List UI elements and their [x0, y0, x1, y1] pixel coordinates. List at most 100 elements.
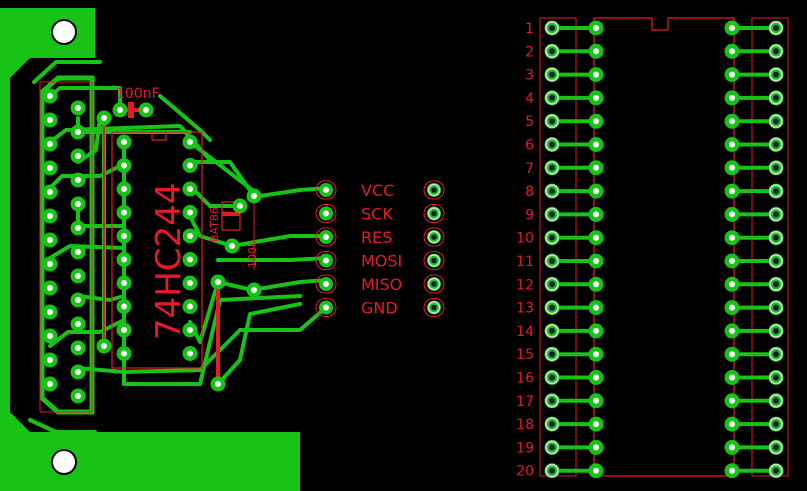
ic-pad: [182, 275, 198, 291]
diode-label: BAT86: [208, 207, 221, 242]
ic-pad: [116, 322, 132, 338]
socket-pin-number: 10: [516, 231, 534, 247]
header-pad: [70, 316, 86, 332]
socket-pin-number: 1: [525, 21, 534, 37]
socket-inner-pad-right: [724, 160, 740, 176]
isp-signal-label: MOSI: [361, 252, 402, 271]
socket-inner-pad-right: [724, 137, 740, 152]
socket-outer-pad-right: [768, 416, 784, 432]
socket-outer-pad-right: [768, 20, 784, 36]
isp-signal-label: MISO: [361, 275, 402, 294]
socket-inner-pad-left: [588, 160, 604, 176]
socket-outer-pad-right: [768, 137, 784, 152]
header-pad: [70, 196, 86, 212]
isp-pads-right: [423, 180, 445, 317]
header-pad: [42, 88, 58, 104]
mounting-holes: [51, 19, 77, 475]
resistor-r1: 100k: [246, 196, 259, 270]
isp-pad-left: [315, 274, 337, 294]
socket-outer-pad-right: [768, 253, 784, 269]
socket-inner-pad-left: [588, 276, 604, 292]
socket-inner-pad-right: [724, 183, 740, 199]
header-pad: [42, 328, 58, 344]
isp-pad-left: [315, 251, 337, 270]
socket-pin-row: [544, 439, 784, 455]
capacitor-label: 100nF: [116, 86, 160, 102]
ic-pad: [116, 346, 132, 361]
socket-pin-row: [544, 183, 784, 199]
socket-outer-pad-left: [544, 300, 560, 316]
socket-outer-pad-right: [768, 206, 784, 222]
socket-outer-pad-left: [544, 393, 560, 409]
socket-inner-pad-right: [724, 370, 740, 385]
header-pad: [42, 208, 58, 224]
socket-inner-pad-left: [588, 463, 604, 479]
socket-outer-pad-left: [544, 253, 560, 269]
socket-pin-number: 17: [516, 394, 534, 410]
socket-pin-number: 2: [525, 44, 534, 60]
socket-pin-number: 13: [516, 301, 534, 317]
header-pad: [42, 280, 58, 296]
header-pad: [42, 232, 58, 248]
socket-outer-pad-left: [544, 206, 560, 222]
diode-d1: BAT86: [208, 201, 241, 242]
socket-outer-pad-left: [544, 323, 560, 339]
socket-inner-pad-left: [588, 206, 604, 222]
socket-outer-pad-right: [768, 67, 784, 83]
socket-outer-pad-right: [768, 393, 784, 409]
socket-pin-number: 12: [516, 277, 534, 293]
socket-outer-pad-left: [544, 416, 560, 432]
socket-inner-pad-left: [588, 253, 604, 269]
header-pad: [70, 340, 86, 356]
socket-inner-pad-right: [724, 393, 740, 409]
socket-inner-pad-left: [588, 439, 604, 455]
socket-inner-pad-right: [724, 230, 740, 246]
via-pad: [96, 110, 112, 126]
ic-pad: [182, 228, 198, 244]
socket-outer-pad-right: [768, 90, 784, 106]
socket-pin-number: 3: [525, 68, 534, 84]
header-pad: [42, 160, 58, 176]
socket-outer-pad-right: [768, 300, 784, 316]
header-pad: [42, 352, 58, 368]
socket-outer-pad-left: [544, 370, 560, 385]
header-pad: [42, 184, 58, 200]
header-pad: [70, 220, 86, 236]
ic-pad: [116, 158, 132, 173]
via-pad: [232, 198, 248, 214]
via-pad: [210, 274, 226, 290]
isp-pad-right: [423, 204, 445, 223]
socket-outer-pad-right: [768, 439, 784, 455]
isp-pad-left: [315, 227, 337, 247]
header-pad: [70, 388, 86, 404]
socket-inner-pad-right: [724, 206, 740, 222]
isp-signal-label: RES: [361, 228, 392, 247]
ic-74hc244: 74HC244: [111, 131, 203, 369]
socket-inner-pad-right: [724, 323, 740, 339]
header-pad: [70, 364, 86, 380]
resistor-label: 100k: [246, 240, 259, 268]
socket-pin-row: [544, 463, 784, 479]
socket-outer-pad-left: [544, 463, 560, 479]
ic-pad: [116, 228, 132, 244]
socket-outer-pad-left: [544, 276, 560, 292]
socket-inner-pad-right: [724, 20, 740, 36]
socket-outer-pad-right: [768, 113, 784, 129]
socket-outer-pad-left: [544, 183, 560, 199]
socket-pin-row: [544, 137, 784, 152]
ic-pad: [116, 181, 132, 197]
socket-inner-pad-left: [588, 43, 604, 59]
ic-pad: [182, 158, 198, 173]
socket-inner-pad-right: [724, 113, 740, 129]
socket-outer-pad-left: [544, 90, 560, 106]
socket-pin-row: [544, 393, 784, 409]
ic-pad: [182, 181, 198, 197]
socket-pin-row: [544, 67, 784, 83]
socket-pin-number: 8: [525, 184, 534, 200]
socket-pin-row: [544, 90, 784, 106]
socket-pin-row: [544, 370, 784, 385]
socket-pin-row: [544, 416, 784, 432]
header-pad: [70, 172, 86, 188]
isp-pad-right: [423, 298, 445, 317]
